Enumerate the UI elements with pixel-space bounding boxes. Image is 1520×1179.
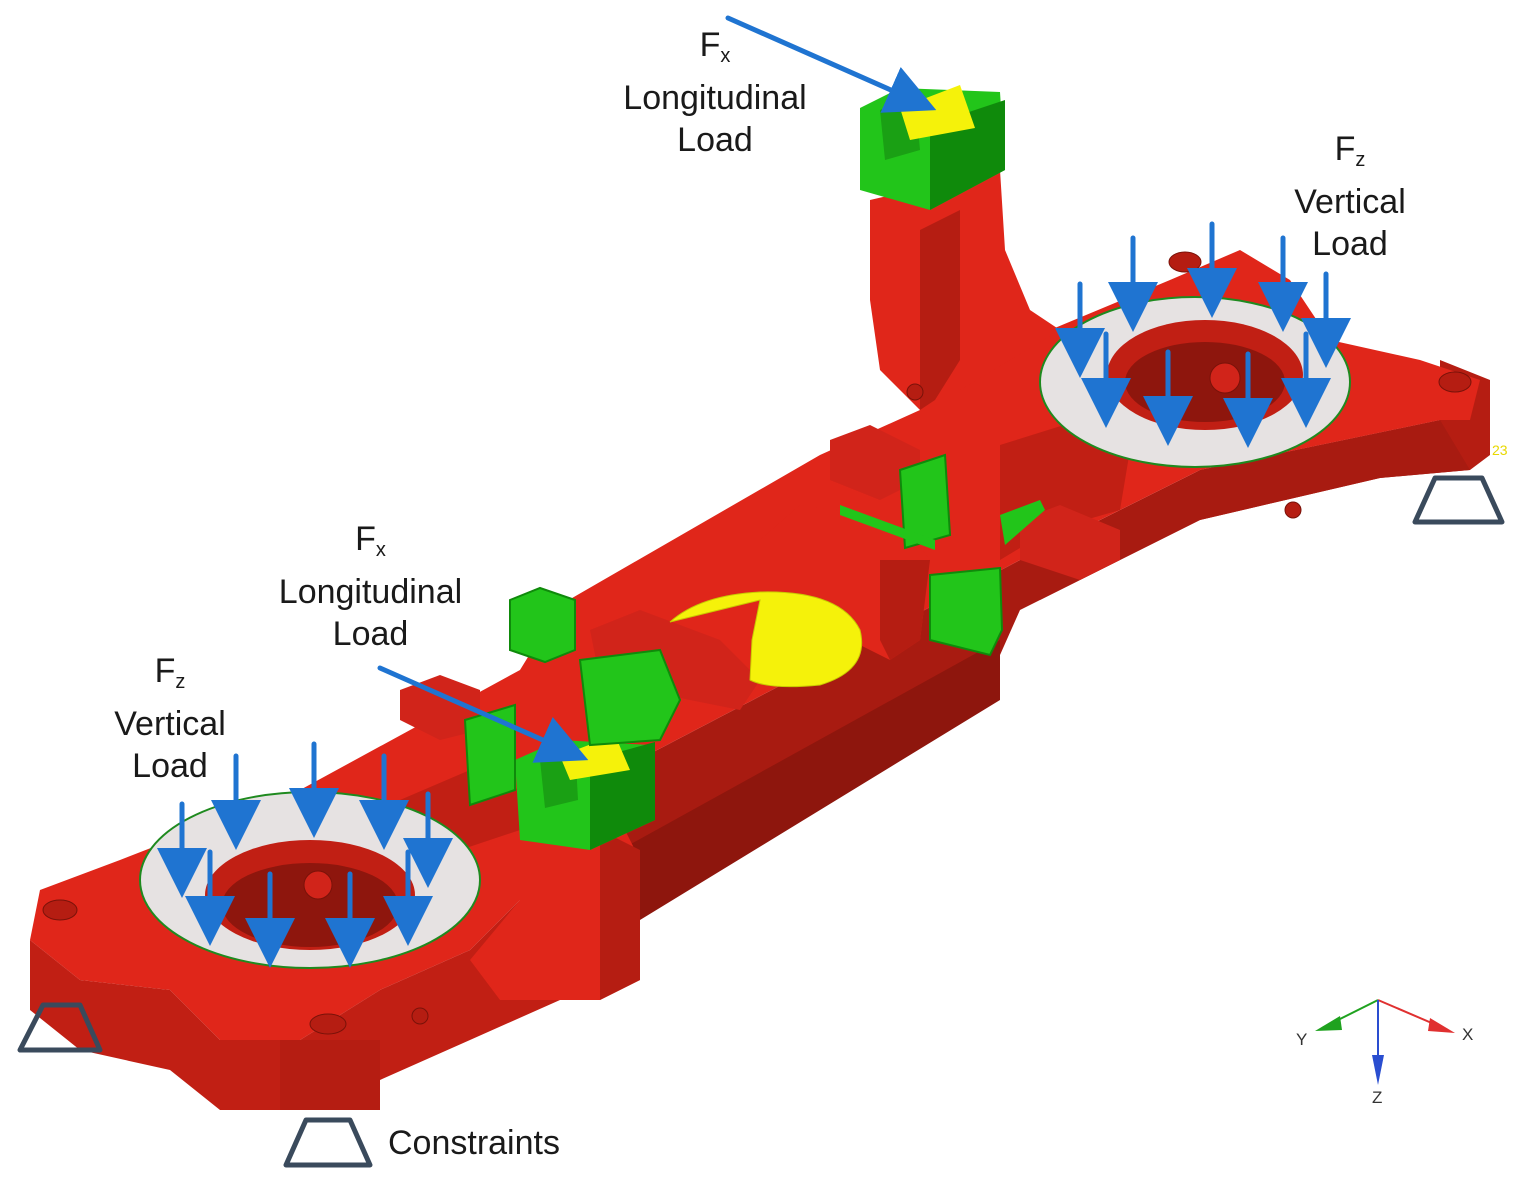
support-bottom [283, 1117, 373, 1168]
constraints-label: Constraints [388, 1124, 560, 1162]
constraint-supports [17, 475, 1505, 1168]
load-arrows [157, 15, 1351, 968]
fx-mid-label: Fx Longitudinal Load [278, 520, 463, 653]
axis-x-label: X [1462, 1025, 1473, 1044]
fz-right-label: Fz Vertical Load [1294, 130, 1406, 263]
fz-left-label: Fz Vertical Load [114, 652, 226, 785]
support-left [17, 1002, 103, 1053]
axis-z-label: Z [1372, 1088, 1382, 1107]
frame-left-end-front [280, 1040, 380, 1110]
frame-left-tower-side [600, 830, 640, 1000]
frame-left-tower [470, 800, 640, 1000]
support-right [1412, 475, 1505, 525]
small-brackets [463, 453, 1045, 807]
fx-top-label: Fx Longitudinal Load [623, 26, 807, 159]
frame-top-tower-shade [920, 210, 960, 410]
node-tag: 23 [1492, 442, 1508, 458]
fx-arrow-top [725, 15, 937, 113]
frame-front-lower [560, 640, 1000, 1000]
bolt-holes [42, 251, 1472, 1035]
frame-center-block-side [880, 560, 930, 660]
fx-arrow-mid [377, 665, 589, 763]
frame-top-left-block [830, 425, 920, 500]
frame-left-block [400, 675, 480, 740]
frame-right-block [1020, 505, 1120, 580]
frame-left-end-side [30, 880, 600, 1110]
axis-triad: X Y Z [1296, 999, 1473, 1107]
center-pivot-pad [669, 591, 863, 688]
frame-top-tower [870, 170, 1060, 410]
axis-y-label: Y [1296, 1030, 1307, 1049]
